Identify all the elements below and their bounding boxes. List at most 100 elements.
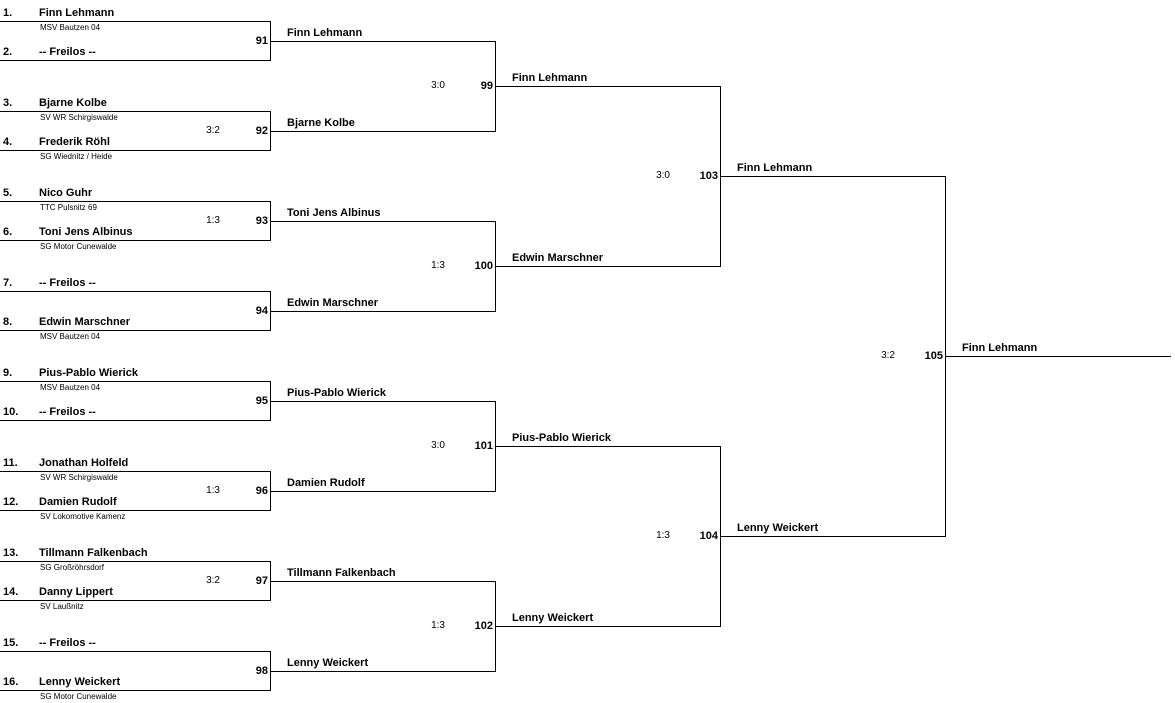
match-number: 103 <box>699 170 718 182</box>
seed-number: 16. <box>3 676 19 688</box>
winner-name: Finn Lehmann <box>512 72 588 84</box>
player-name: Pius-Pablo Wierick <box>39 367 138 379</box>
player-line <box>0 381 271 382</box>
match-number: 93 <box>255 215 268 227</box>
winner-line <box>495 266 721 267</box>
match-number: 99 <box>480 80 493 92</box>
winner-line <box>270 41 496 42</box>
player-name: -- Freilos -- <box>39 406 96 418</box>
club-name: SV WR Schirgiswalde <box>40 473 118 482</box>
club-name: SG Wiednitz / Heide <box>40 152 113 161</box>
club-name: SV WR Schirgiswalde <box>40 113 118 122</box>
winner-name: Toni Jens Albinus <box>287 207 381 219</box>
match-number: 97 <box>255 575 268 587</box>
player-line <box>0 21 271 22</box>
winner-line <box>270 401 496 402</box>
match-score: 3:0 <box>431 80 445 91</box>
match-number: 95 <box>255 395 268 407</box>
match-score: 1:3 <box>206 215 220 226</box>
seed-number: 13. <box>3 547 19 559</box>
winner-line <box>270 131 496 132</box>
player-name: Jonathan Holfeld <box>39 457 129 469</box>
seed-number: 4. <box>3 136 13 148</box>
match-score: 1:3 <box>206 485 220 496</box>
match-number: 94 <box>255 305 268 317</box>
winner-name: Edwin Marschner <box>287 297 379 309</box>
winner-name: Pius-Pablo Wierick <box>287 387 386 399</box>
match-score: 1:3 <box>431 260 445 271</box>
winner-name: Pius-Pablo Wierick <box>512 432 611 444</box>
match-score: 3:0 <box>656 170 670 181</box>
match-number: 101 <box>474 440 493 452</box>
winner-line <box>270 581 496 582</box>
winner-name: Damien Rudolf <box>287 477 365 489</box>
match-score: 1:3 <box>656 530 670 541</box>
player-line <box>0 330 271 331</box>
club-name: MSV Bautzen 04 <box>40 383 101 392</box>
player-name: Frederik Röhl <box>39 136 110 148</box>
player-name: -- Freilos -- <box>39 46 96 58</box>
match-number: 91 <box>255 35 268 47</box>
winner-line <box>720 536 946 537</box>
club-name: TTC Pulsnitz 69 <box>40 203 97 212</box>
winner-line <box>720 176 946 177</box>
player-line <box>0 651 271 652</box>
winner-name: Lenny Weickert <box>512 612 594 624</box>
player-line <box>0 201 271 202</box>
winner-line <box>945 356 1171 357</box>
winner-line <box>495 446 721 447</box>
winner-line <box>270 311 496 312</box>
player-name: Tillmann Falkenbach <box>39 547 148 559</box>
player-name: Toni Jens Albinus <box>39 226 133 238</box>
match-score: 3:2 <box>206 575 220 586</box>
match-score: 3:2 <box>881 350 895 361</box>
match-number: 96 <box>255 485 268 497</box>
winner-name: Bjarne Kolbe <box>287 117 355 129</box>
club-name: SG Motor Cunewalde <box>40 692 117 701</box>
seed-number: 14. <box>3 586 19 598</box>
winner-name: Lenny Weickert <box>287 657 369 669</box>
winner-name: Finn Lehmann <box>287 27 363 39</box>
player-line <box>0 150 271 151</box>
player-line <box>0 690 271 691</box>
winner-line <box>495 626 721 627</box>
seed-number: 7. <box>3 277 13 289</box>
winner-name: Edwin Marschner <box>512 252 604 264</box>
seed-number: 8. <box>3 316 13 328</box>
winner-line <box>270 671 496 672</box>
winner-name: Finn Lehmann <box>737 162 813 174</box>
match-score: 3:0 <box>431 440 445 451</box>
player-line <box>0 60 271 61</box>
player-name: Finn Lehmann <box>39 7 115 19</box>
match-number: 98 <box>255 665 268 677</box>
match-number: 105 <box>924 350 943 362</box>
player-name: -- Freilos -- <box>39 637 96 649</box>
winner-name: Tillmann Falkenbach <box>287 567 396 579</box>
player-name: Bjarne Kolbe <box>39 97 107 109</box>
player-name: Damien Rudolf <box>39 496 117 508</box>
winner-name: Lenny Weickert <box>737 522 819 534</box>
seed-number: 9. <box>3 367 13 379</box>
seed-number: 3. <box>3 97 13 109</box>
player-line <box>0 600 271 601</box>
match-score: 3:2 <box>206 125 220 136</box>
player-name: Danny Lippert <box>39 586 113 598</box>
seed-number: 6. <box>3 226 13 238</box>
player-line <box>0 510 271 511</box>
seed-number: 1. <box>3 7 13 19</box>
club-name: SG Motor Cunewalde <box>40 242 117 251</box>
club-name: SV Laußnitz <box>40 602 84 611</box>
seed-number: 12. <box>3 496 19 508</box>
player-line <box>0 471 271 472</box>
match-score: 1:3 <box>431 620 445 631</box>
club-name: SG Großröhrsdorf <box>40 563 105 572</box>
club-name: MSV Bautzen 04 <box>40 332 101 341</box>
player-line <box>0 111 271 112</box>
player-line <box>0 420 271 421</box>
player-name: Lenny Weickert <box>39 676 121 688</box>
seed-number: 15. <box>3 637 19 649</box>
match-number: 92 <box>255 125 268 137</box>
player-name: Edwin Marschner <box>39 316 131 328</box>
player-line <box>0 240 271 241</box>
